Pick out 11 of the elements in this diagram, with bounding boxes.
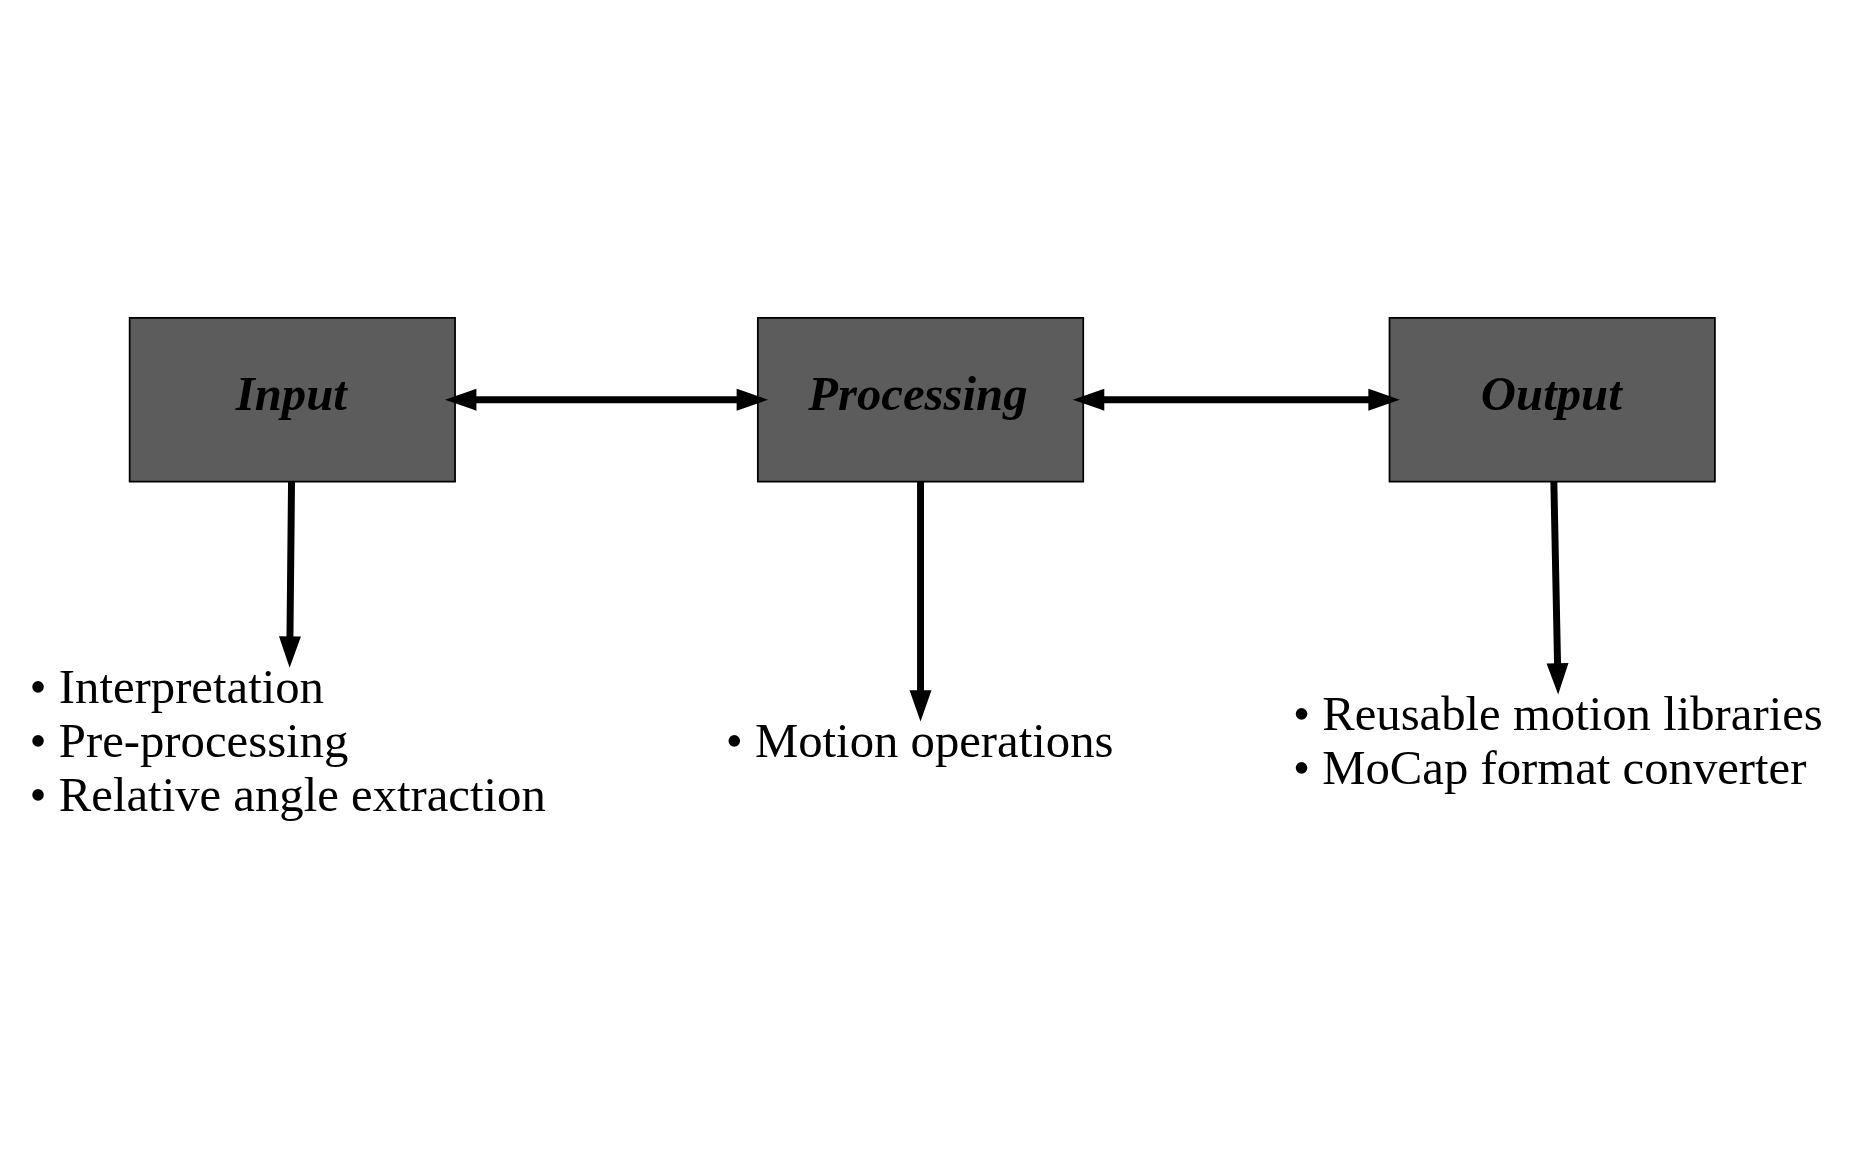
arrow: [1072, 388, 1400, 411]
node-text: • Reusable motion libraries • MoCap format converter: [1292, 687, 1823, 796]
arrow: [1546, 481, 1569, 695]
arrow: [278, 481, 301, 668]
arrow: [445, 388, 769, 411]
arrow: [909, 481, 932, 722]
node-box: Output: [1388, 317, 1716, 483]
node-text: • Interpretation • Pre-processing • Relative angle extraction: [29, 660, 546, 823]
node-box: Input: [128, 317, 456, 483]
node-text: • Motion operations: [725, 714, 1114, 769]
node-box: Processing: [756, 317, 1085, 483]
